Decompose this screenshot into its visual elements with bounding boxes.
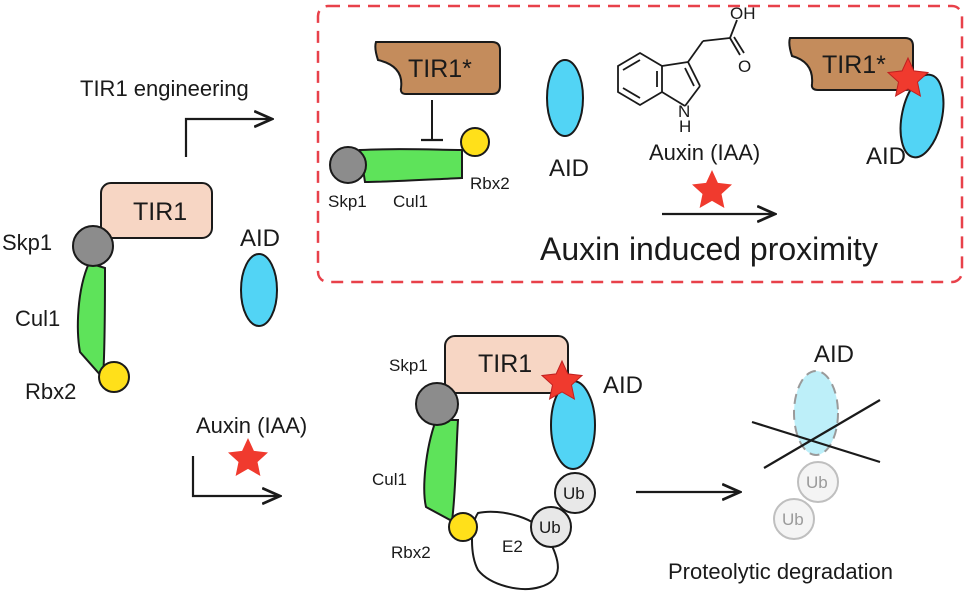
- ub-circle-2: [530, 506, 572, 548]
- cul1-label-bottom: Cul1: [372, 470, 407, 489]
- skp1-label-inhibited: Skp1: [328, 192, 367, 211]
- iaa-structure: [617, 19, 745, 107]
- rbx2-label-left: Rbx2: [25, 379, 76, 404]
- cul1-label-inhibited: Cul1: [393, 192, 428, 211]
- ub-label-2: Ub: [539, 518, 561, 537]
- iaa-o-label: O: [738, 57, 751, 76]
- ub-label-1: Ub: [563, 484, 585, 503]
- tir1-engineering-label: TIR1 engineering: [80, 76, 249, 101]
- rbx2-label-bottom: Rbx2: [391, 543, 431, 562]
- auxin-iaa-label-box: Auxin (IAA): [649, 140, 760, 165]
- iaa-n-label: N: [678, 102, 690, 121]
- skp1-label-left: Skp1: [2, 230, 52, 255]
- skp1-label-bottom: Skp1: [389, 356, 428, 375]
- tir1-box-bottom: [444, 335, 569, 394]
- cross-line-1: [751, 420, 881, 464]
- tir1-star-box-inhibited: [374, 41, 501, 95]
- rbx2-circle-inhibited: [460, 127, 490, 157]
- auxin-star-box: [692, 170, 732, 208]
- aid-label-box: AID: [549, 155, 589, 182]
- auxin-star-bound: [886, 56, 930, 97]
- ub-label-degraded-1: Ub: [806, 473, 828, 492]
- cul1-shape-inhibited: [358, 148, 463, 184]
- ub-circle-degraded-1: [797, 461, 839, 503]
- tir1-label-bottom: TIR1: [478, 350, 532, 378]
- ub-circle-1: [554, 472, 596, 514]
- tir1-star-label-bound: TIR1*: [822, 51, 886, 79]
- tir1-label-left: TIR1: [133, 198, 187, 226]
- skp1-circle-inhibited: [329, 146, 367, 184]
- skp1-circle-left: [72, 225, 114, 267]
- tir1-star-label-inhibited: TIR1*: [408, 55, 472, 83]
- ub-circle-degraded-2: [773, 498, 815, 540]
- ub-label-degraded-2: Ub: [782, 510, 804, 529]
- iaa-h-label: H: [679, 117, 691, 136]
- auxin-arrow-bottom: [191, 456, 280, 496]
- aid-label-bound: AID: [866, 143, 906, 170]
- cul1-shape-bottom: [423, 419, 460, 523]
- auxin-induced-proximity-label: Auxin induced proximity: [540, 231, 878, 267]
- aid-ellipse-bound: [899, 73, 945, 159]
- rbx2-circle-left: [98, 361, 130, 393]
- tir1-star-box-bound: [788, 37, 914, 91]
- engineered-system-box: [316, 4, 964, 284]
- e2-label: E2: [502, 537, 523, 556]
- proteolytic-degradation-label: Proteolytic degradation: [668, 559, 893, 584]
- tir1-engineering-arrow: [184, 119, 272, 157]
- auxin-star-bottom: [228, 438, 268, 476]
- aid-label-degraded: AID: [814, 341, 854, 368]
- auxin-star-complex: [540, 359, 584, 400]
- aid-ellipse-degraded: [793, 370, 839, 456]
- aid-label-bottom: AID: [603, 372, 643, 399]
- aid-label-free: AID: [240, 225, 280, 252]
- tir1-box-left: [100, 182, 213, 239]
- cul1-shape-left: [76, 261, 107, 381]
- cross-line-2: [763, 399, 881, 469]
- cul1-label-left: Cul1: [15, 306, 60, 331]
- rbx2-label-inhibited: Rbx2: [470, 174, 510, 193]
- rbx2-circle-bottom: [448, 512, 478, 542]
- aid-ellipse-box: [546, 59, 584, 137]
- auxin-iaa-label-bottom: Auxin (IAA): [196, 413, 307, 438]
- aid-ellipse-free: [240, 253, 278, 327]
- iaa-oh-label: OH: [730, 4, 756, 23]
- skp1-circle-bottom: [415, 382, 459, 426]
